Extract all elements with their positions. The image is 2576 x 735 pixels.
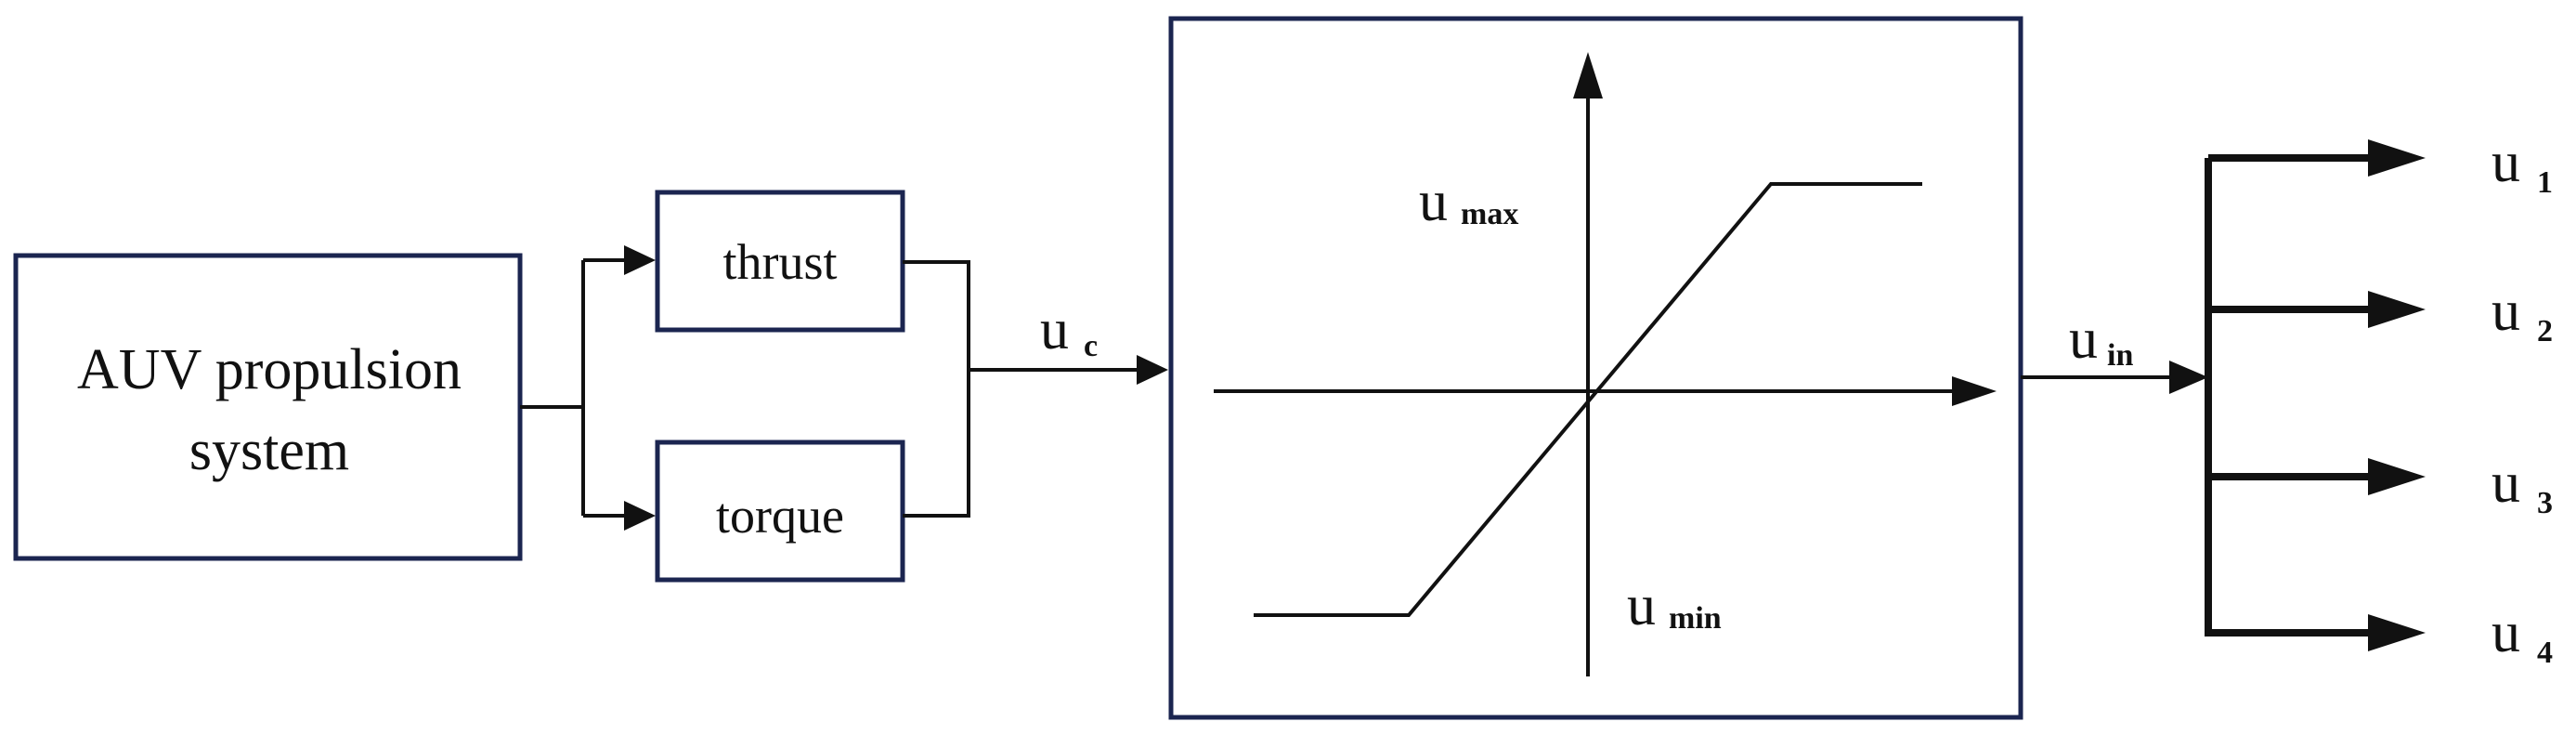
torque-block: [655, 440, 905, 583]
x-axis-arrow: [1952, 376, 1997, 406]
output-arrow-2: [2368, 291, 2426, 328]
uin-sub: in: [2107, 338, 2133, 373]
saturation-block: [1168, 16, 2023, 720]
output-2-base: u: [2491, 280, 2520, 343]
propulsion-label-line1: AUV propulsion: [77, 338, 462, 401]
arrow-to-thrust: [624, 245, 656, 275]
umin-sub: min: [1669, 601, 1722, 636]
uc-base: u: [1040, 298, 1069, 361]
thrust-label: thrust: [722, 234, 837, 290]
split-wire: [520, 260, 585, 516]
umin-base: u: [1627, 574, 1656, 637]
output-1-sub: 1: [2537, 165, 2553, 200]
uin-arrow: [2169, 361, 2208, 394]
combine-wire: [903, 260, 970, 518]
umax-sub: max: [1461, 197, 1518, 231]
output-arrow-3: [2368, 458, 2426, 495]
output-3-base: u: [2491, 452, 2520, 515]
uc-sub: c: [1084, 329, 1098, 363]
uin-base: u: [2069, 308, 2098, 371]
output-4-base: u: [2491, 601, 2520, 664]
uc-arrow: [1137, 355, 1168, 385]
output-3-sub: 3: [2537, 486, 2553, 520]
output-1-base: u: [2491, 131, 2520, 194]
output-4-sub: 4: [2537, 636, 2553, 670]
output-2-sub: 2: [2537, 314, 2553, 348]
arrow-to-torque: [624, 501, 656, 531]
propulsion-system-block: [13, 253, 523, 561]
saturation-curve: [1254, 182, 1922, 617]
output-arrow-1: [2368, 139, 2426, 177]
umax-base: u: [1419, 170, 1448, 233]
output-arrow-4: [2368, 614, 2426, 651]
propulsion-label-line2: system: [189, 419, 349, 482]
y-axis-arrow: [1573, 52, 1603, 98]
torque-label: torque: [716, 488, 844, 544]
